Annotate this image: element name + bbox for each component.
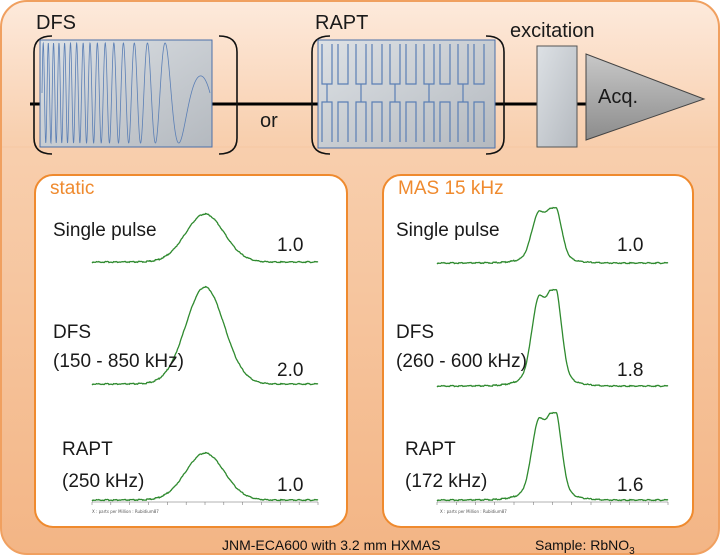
sample-footer: Sample: RbNO3 — [535, 538, 635, 557]
dfs-right-bracket — [218, 35, 238, 155]
mas-rapt-value: 1.6 — [617, 475, 644, 496]
static-dfs-range: (150 - 850 kHz) — [53, 351, 184, 372]
or-label: or — [260, 110, 278, 132]
excitation-block — [536, 45, 578, 148]
mas-dfs-value: 1.8 — [617, 360, 644, 381]
mas-axis-caption: X : parts per Million : Rubidium87 — [440, 509, 507, 514]
mas-panel-title: MAS 15 kHz — [398, 178, 504, 199]
rapt-label: RAPT — [315, 12, 369, 34]
static-single-pulse-label: Single pulse — [53, 220, 157, 241]
dfs-chirp-line — [41, 41, 211, 145]
mas-rapt-label: RAPT — [405, 439, 456, 460]
static-rapt-rate: (250 kHz) — [62, 471, 145, 492]
static-rapt-label: RAPT — [62, 439, 113, 460]
rapt-waveform — [321, 44, 485, 142]
static-dfs-label: DFS — [53, 322, 91, 343]
acquisition-triangle — [585, 53, 706, 141]
mas-dfs-range: (260 - 600 kHz) — [396, 351, 527, 372]
static-dfs-value: 2.0 — [277, 360, 304, 381]
mas-single-pulse-spectrum — [436, 206, 669, 265]
static-axis-caption: X : parts per Million : Rubidium87 — [92, 509, 159, 514]
mas-dfs-spectrum — [436, 288, 669, 388]
dfs-waveform — [41, 41, 211, 145]
static-rapt-spectrum — [91, 451, 319, 502]
static-dfs-spectrum — [91, 285, 319, 386]
rapt-left-bracket — [311, 35, 331, 155]
mas-dfs-label: DFS — [396, 322, 434, 343]
dfs-left-bracket — [33, 35, 53, 155]
sample-subscript: 3 — [629, 545, 635, 557]
rapt-right-bracket — [485, 35, 505, 155]
static-panel-title: static — [50, 178, 95, 199]
mas-rapt-spectrum — [436, 411, 669, 502]
dfs-label: DFS — [36, 12, 76, 34]
static-single-pulse-value: 1.0 — [277, 235, 304, 256]
instrument-footer: JNM-ECA600 with 3.2 mm HXMAS — [222, 537, 441, 553]
mas-rapt-rate: (172 kHz) — [405, 471, 488, 492]
excitation-label: excitation — [510, 20, 595, 42]
sample-text: Sample: RbNO — [535, 537, 630, 553]
mas-single-pulse-label: Single pulse — [396, 220, 500, 241]
spectra — [91, 206, 669, 505]
mas-single-pulse-value: 1.0 — [617, 235, 644, 256]
acq-label: Acq. — [598, 86, 639, 108]
static-single-pulse-spectrum — [91, 212, 319, 264]
static-rapt-value: 1.0 — [277, 475, 304, 496]
